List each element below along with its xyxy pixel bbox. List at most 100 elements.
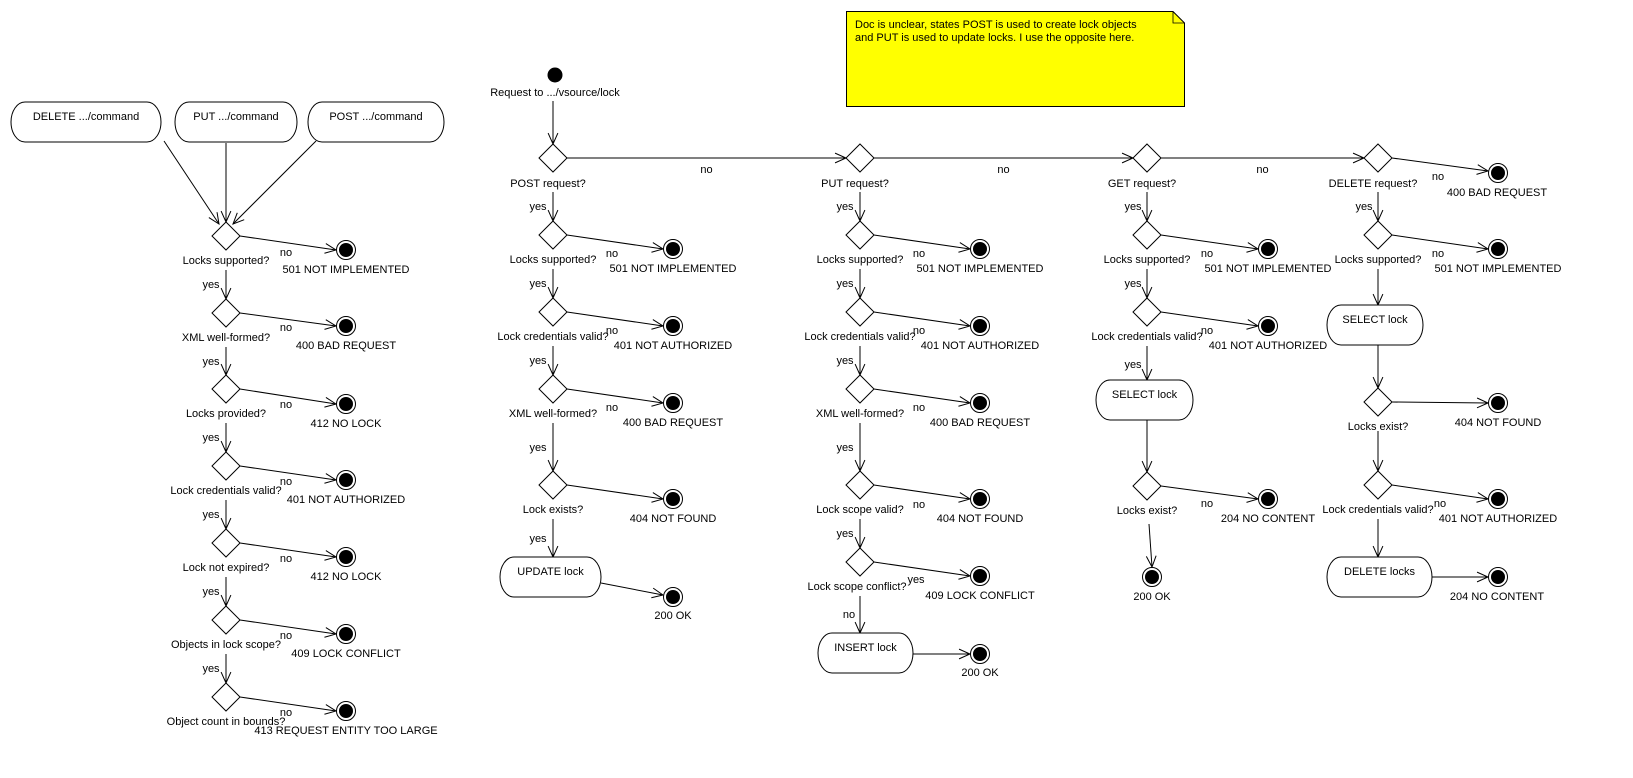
branch-label-yes: yes: [529, 278, 547, 290]
delete-locks-action: DELETE locks: [1326, 556, 1433, 598]
decision-diamond: [538, 220, 568, 250]
decision-diamond: [1363, 220, 1393, 250]
decision-question: Lock exists?: [523, 504, 584, 516]
final-node-dot: [1491, 492, 1505, 506]
action-node-shape: [499, 556, 602, 598]
arrow-shaft: [1391, 484, 1489, 500]
final-node-icon: [336, 394, 356, 414]
note-line-1: Doc is unclear, states POST is used to c…: [855, 19, 1137, 31]
arrow-shaft: [239, 235, 337, 251]
branch-label-no: no: [606, 248, 618, 260]
final-node-icon: [970, 566, 990, 586]
final-node-icon: [970, 644, 990, 664]
note-shape: [846, 11, 1185, 107]
final-node-dot: [666, 590, 680, 604]
decision-diamond: [845, 470, 875, 500]
final-node-icon: [970, 239, 990, 259]
failure-arrow: [1391, 397, 1490, 409]
select-lock-action: SELECT lock: [1095, 379, 1194, 421]
success-arrow: [547, 269, 559, 300]
flow-arrow: [1372, 519, 1384, 559]
decision-diamond: [845, 297, 875, 327]
branch-label-yes: yes: [202, 586, 220, 598]
decision-question: XML well-formed?: [509, 408, 597, 420]
branch-label-no: no: [1256, 164, 1268, 176]
method-check-diamond: [1363, 143, 1393, 173]
branch-label-no: no: [606, 402, 618, 414]
entry-arrow: [163, 140, 220, 226]
final-node-icon: [1142, 567, 1162, 587]
result-status: 501 NOT IMPLEMENTED: [1205, 263, 1332, 275]
final-node-icon: [970, 393, 990, 413]
success-arrow: [1141, 346, 1153, 382]
method-check-question: PUT request?: [821, 178, 889, 190]
decision-diamond: [538, 374, 568, 404]
arrow-head-icon: [232, 212, 245, 225]
final-node-dot: [973, 396, 987, 410]
failure-arrow: [1391, 157, 1490, 175]
action-node-label: DELETE locks: [1344, 566, 1415, 578]
final-node-icon: [1488, 393, 1508, 413]
decision-question: Lock credentials valid?: [1322, 504, 1433, 516]
branch-label-no: no: [280, 399, 292, 411]
action-node-label: POST .../command: [329, 111, 422, 123]
method-check-question: GET request?: [1108, 178, 1176, 190]
final-node-dot: [973, 647, 987, 661]
action-node-shape: [10, 101, 162, 143]
arrow-shaft: [239, 696, 337, 712]
final-node-icon: [663, 587, 683, 607]
decision-question: Locks supported?: [183, 255, 270, 267]
arrow-head-icon: [208, 212, 220, 226]
arrow-shaft: [239, 388, 337, 405]
decision-diamond: [211, 374, 241, 404]
result-status: 404 NOT FOUND: [937, 513, 1024, 525]
arrow-shaft: [566, 234, 664, 250]
decision-question: Lock not expired?: [183, 562, 270, 574]
action-node-shape: [307, 101, 445, 143]
method-check-diamond: [845, 143, 875, 173]
final-node-dot: [1491, 396, 1505, 410]
branch-label-no: no: [913, 402, 925, 414]
result-status: 401 NOT AUTHORIZED: [1439, 513, 1557, 525]
final-node-icon: [336, 316, 356, 336]
branch-label-no: no: [1201, 498, 1213, 510]
branch-label-no: no: [1434, 498, 1446, 510]
arrow-shaft: [873, 561, 971, 577]
result-status: 200 OK: [654, 610, 692, 622]
result-status: 204 NO CONTENT: [1450, 591, 1544, 603]
branch-label-yes: yes: [529, 533, 547, 545]
final-node-dot: [1145, 570, 1159, 584]
flow-arrow: [1372, 269, 1384, 307]
final-node-icon: [663, 489, 683, 509]
decision-diamond: [1132, 297, 1162, 327]
success-arrow: [220, 654, 232, 685]
decision-question: Locks supported?: [1335, 254, 1422, 266]
decision-diamond: [538, 470, 568, 500]
branch-label-no: no: [913, 325, 925, 337]
entry-delete-command: DELETE .../command: [10, 101, 162, 143]
insert-lock-action: INSERT lock: [817, 632, 914, 674]
action-node-label: SELECT lock: [1342, 314, 1408, 326]
success-arrow: [547, 519, 559, 559]
arrow-shaft: [239, 619, 337, 635]
note-text: Doc is unclear, states POST is used to c…: [855, 19, 1175, 45]
action-node-shape: [1095, 379, 1194, 421]
result-status: 401 NOT AUTHORIZED: [614, 340, 732, 352]
decision-diamond: [211, 298, 241, 328]
final-node-icon: [970, 316, 990, 336]
branch-label-yes: yes: [907, 574, 925, 586]
annotation-note: Doc is unclear, states POST is used to c…: [846, 11, 1185, 107]
update-lock-action: UPDATE lock: [499, 556, 602, 598]
result-status: 401 NOT AUTHORIZED: [921, 340, 1039, 352]
arrow-shaft: [566, 388, 664, 404]
result-status: 501 NOT IMPLEMENTED: [283, 264, 410, 276]
decision-diamond: [211, 682, 241, 712]
flow-arrow: [547, 101, 559, 146]
decision-question: Objects in lock scope?: [171, 639, 281, 651]
final-node-icon: [336, 470, 356, 490]
final-node-icon: [1488, 239, 1508, 259]
branch-label-yes: yes: [529, 201, 547, 213]
arrow-head-icon: [1476, 164, 1490, 175]
arrow-shaft: [239, 312, 337, 327]
result-status: 501 NOT IMPLEMENTED: [1435, 263, 1562, 275]
